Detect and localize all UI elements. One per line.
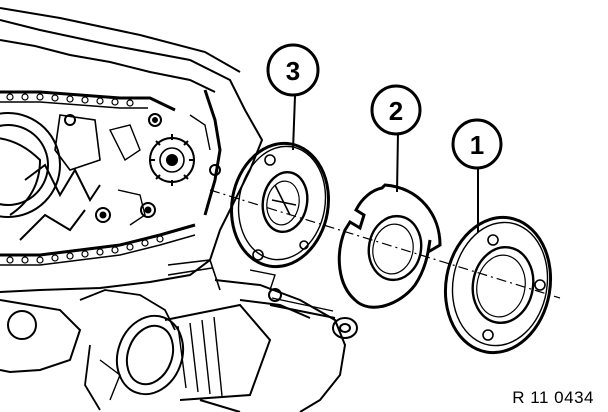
callout-1-label: 1	[470, 130, 484, 160]
callout-1: 1	[451, 118, 503, 170]
callout-leaders	[292, 95, 479, 232]
callout-3: 3	[266, 43, 320, 97]
part-3-plate	[230, 141, 330, 269]
callout-2: 2	[370, 84, 422, 136]
reference-code: R 11 0434	[512, 388, 594, 407]
alignment-axis	[209, 189, 561, 299]
callout-2-label: 2	[389, 96, 403, 126]
engine-block	[0, 7, 264, 411]
callout-3-label: 3	[286, 56, 300, 86]
part-2-washer	[337, 183, 442, 309]
part-1-flange	[443, 215, 553, 355]
pump-housing	[115, 269, 358, 412]
